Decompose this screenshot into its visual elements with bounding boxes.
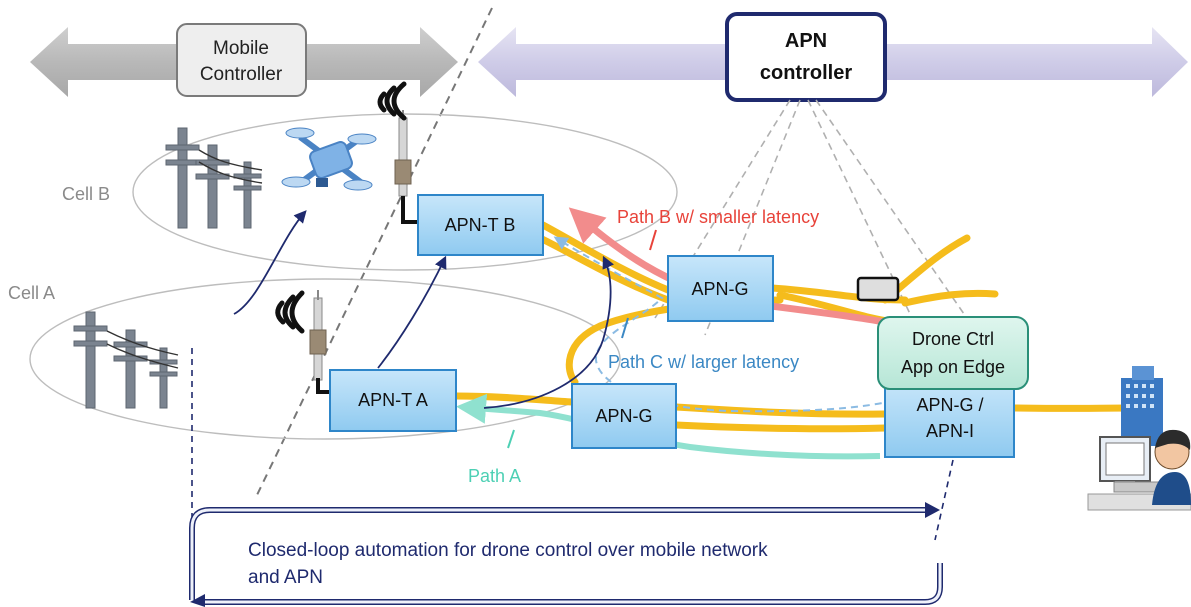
antenna-b-connector (401, 196, 418, 224)
apn-gi-label-line1: APN-G / (916, 395, 983, 415)
drone-icon (281, 127, 377, 191)
apn-t-b-node: APN-T B (417, 194, 544, 256)
automation-label-line1: Closed-loop automation for drone control… (248, 540, 768, 561)
wireless-signal-cell-b-icon (377, 81, 407, 121)
apn-controller-label-line2: controller (760, 62, 852, 84)
closed-loop-arrows (189, 502, 943, 607)
cell-b-label: Cell B (62, 184, 110, 204)
cell-b-ellipse (132, 113, 678, 271)
network-device-icon (856, 276, 900, 302)
operator-at-computer-icon (1087, 429, 1191, 511)
handover-arrow-apn-g (483, 255, 614, 409)
automation-label-line2: and APN (248, 567, 323, 588)
apn-t-a-node: APN-T A (329, 369, 457, 432)
cell-a-label: Cell A (8, 283, 55, 303)
path-b-label: Path B w/ smaller latency (617, 207, 819, 227)
building-icon (1121, 366, 1163, 446)
handover-arrow-a-to-b (377, 255, 447, 369)
drone-ctrl-edge-app: Drone Ctrl App on Edge (877, 316, 1029, 390)
antenna-cell-b-icon (394, 110, 412, 197)
mobile-controller-label-line1: Mobile (213, 38, 269, 59)
path-b-tick (649, 229, 657, 251)
path-a-tick (507, 429, 515, 449)
apn-controller-label-line1: APN (785, 30, 827, 52)
fiber-lines (452, 221, 1134, 433)
path-c-label: Path C w/ larger latency (608, 352, 799, 372)
drone-flight-arrow (233, 210, 307, 315)
mobile-controller-box: Mobile Controller (176, 23, 307, 97)
apn-t-a-label: APN-T A (358, 390, 428, 410)
apn-g-upper-label: APN-G (691, 279, 748, 299)
apn-gi-label-line2: APN-I (926, 421, 974, 441)
loop-right-dashed-drop (934, 459, 954, 541)
path-a-label: Path A (468, 466, 521, 486)
antenna-a-connector (316, 378, 330, 394)
domain-divider (256, 7, 493, 496)
utility-poles-cell-a-icon (73, 311, 179, 409)
cell-a-ellipse (29, 278, 621, 440)
path-c-line (553, 236, 906, 413)
utility-poles-cell-b-icon (165, 127, 263, 229)
edge-app-label-line2: App on Edge (901, 357, 1005, 377)
wireless-signal-cell-a-icon (275, 290, 305, 334)
apn-gi-node: APN-G / APN-I (884, 380, 1015, 458)
antenna-cell-a-icon (309, 290, 327, 381)
edge-app-label-line1: Drone Ctrl (912, 329, 994, 349)
apn-g-lower-label: APN-G (595, 406, 652, 426)
path-c-tick (621, 317, 629, 339)
apn-t-b-label: APN-T B (445, 215, 516, 235)
apn-g-upper-node: APN-G (667, 255, 774, 322)
mobile-controller-label-line2: Controller (200, 64, 283, 85)
apn-controller-box: APN controller (725, 12, 887, 102)
apn-g-lower-node: APN-G (571, 383, 677, 449)
